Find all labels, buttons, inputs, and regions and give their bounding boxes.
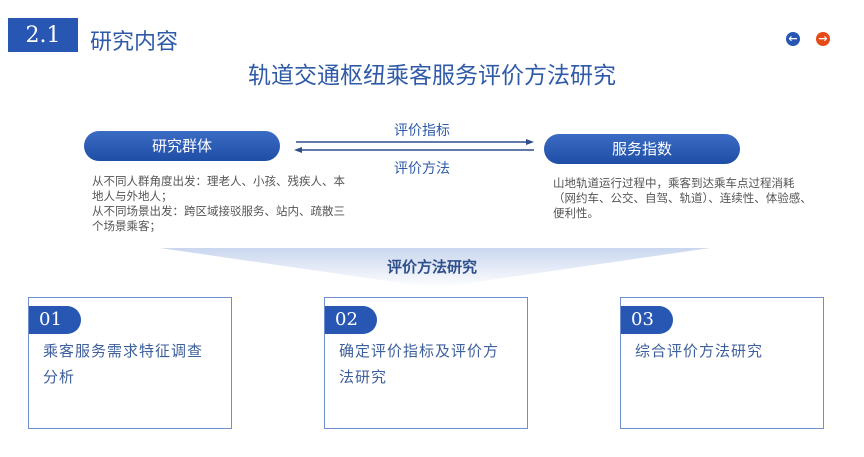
arrow-label-methods: 评价方法: [394, 161, 450, 177]
research-group-pill: 研究群体: [84, 131, 280, 161]
card-text: 确定评价指标及评价方法研究: [339, 342, 500, 386]
section-title: 研究内容: [90, 30, 179, 55]
card-number: 01: [29, 306, 81, 334]
subtitle: 评价方法研究: [386, 258, 477, 276]
service-index-desc: 山地轨道运行过程中，乘客到达乘车点过程消耗（网约车、公交、自驾、轨道）、连续性、…: [553, 176, 812, 220]
card-number: 02: [325, 306, 377, 334]
card-1: 01 乘客服务需求特征调查分析: [28, 297, 232, 429]
arrow-label-indicators: 评价指标: [394, 123, 450, 139]
section-number: 2.1: [8, 18, 78, 52]
next-arrow-icon[interactable]: →: [816, 32, 830, 46]
bidirectional-arrows-icon: [294, 139, 534, 153]
page-title: 轨道交通枢纽乘客服务评价方法研究: [248, 63, 616, 89]
card-text: 乘客服务需求特征调查分析: [43, 342, 204, 386]
card-2: 02 确定评价指标及评价方法研究: [324, 297, 528, 429]
card-text: 综合评价方法研究: [635, 342, 764, 360]
service-index-pill: 服务指数: [544, 134, 740, 164]
card-number: 03: [621, 306, 673, 334]
research-group-desc: 从不同人群角度出发：理老人、小孩、残疾人、本地人与外地人； 从不同场景出发：跨区…: [92, 174, 345, 233]
card-3: 03 综合评价方法研究: [620, 297, 824, 429]
prev-arrow-icon[interactable]: ←: [786, 32, 800, 46]
